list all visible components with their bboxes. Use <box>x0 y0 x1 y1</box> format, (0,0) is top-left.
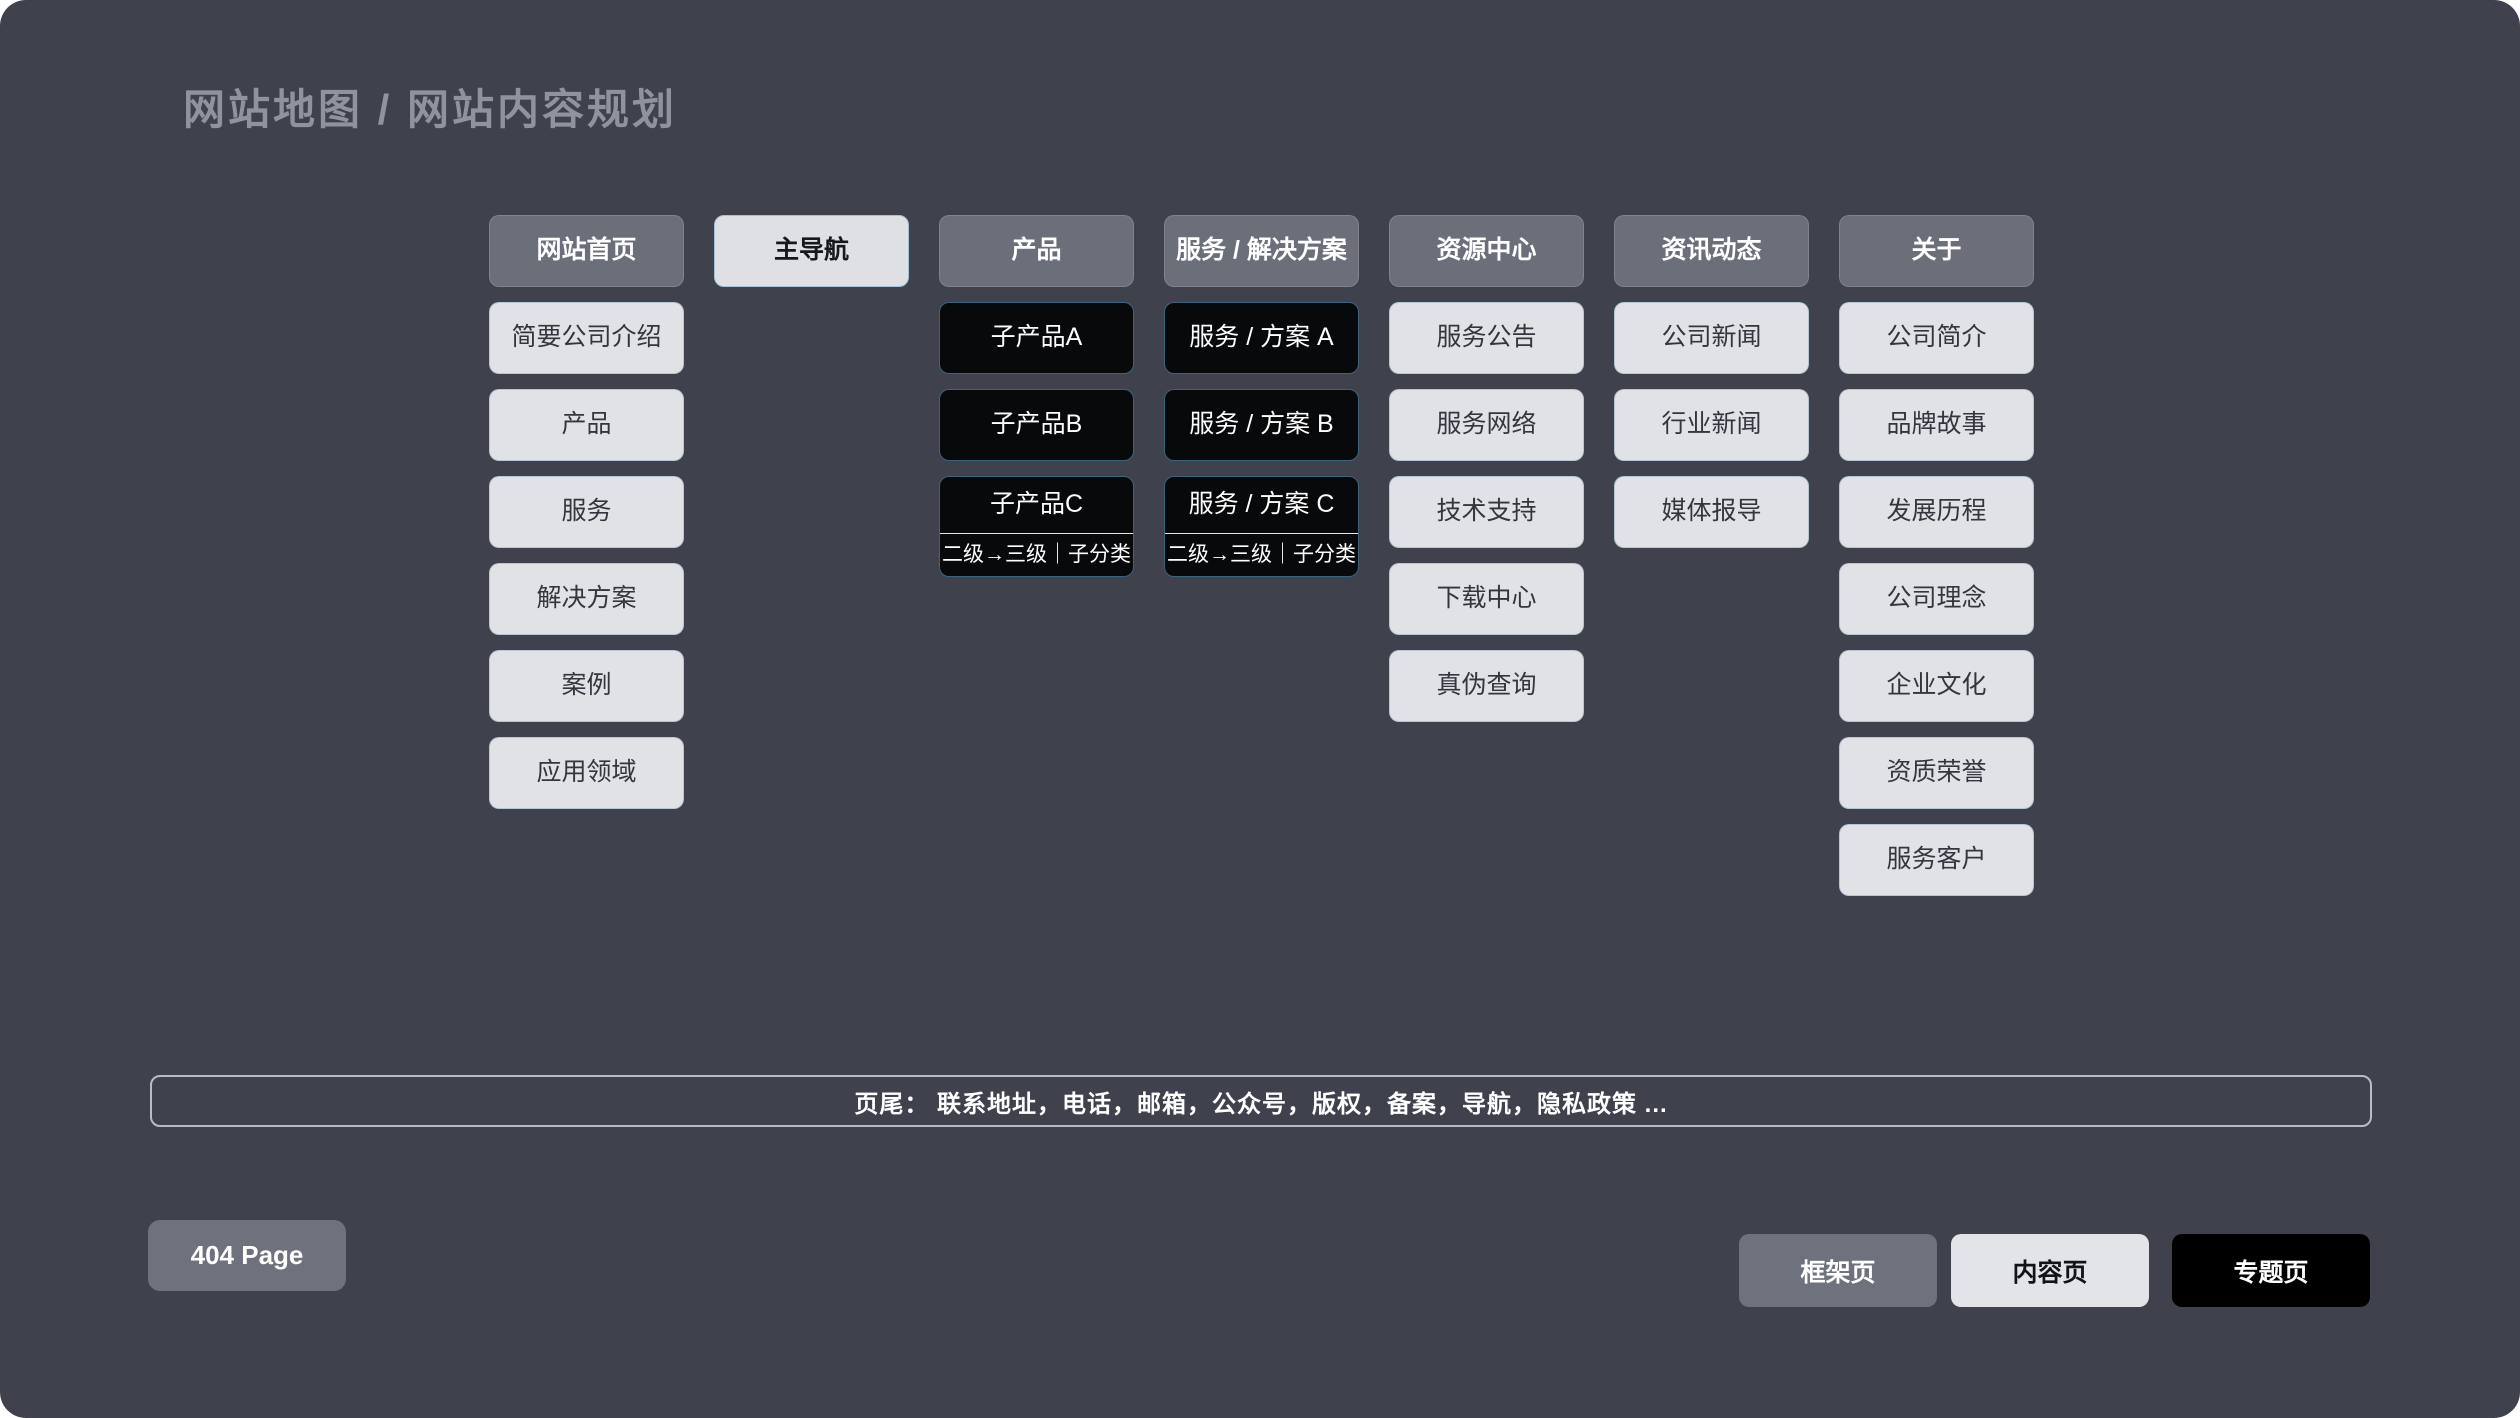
sitemap-column: 产品子产品A 子产品B 子产品C 二级→三级｜子分类 <box>939 215 1134 577</box>
sitemap-node[interactable]: 产品 <box>489 389 684 461</box>
sitemap-node[interactable]: 行业新闻 <box>1614 389 1809 461</box>
sitemap-node[interactable]: 企业文化 <box>1839 650 2034 722</box>
sitemap-node[interactable]: 发展历程 <box>1839 476 2034 548</box>
page-title: 网站地图 / 网站内容规划 <box>183 86 678 133</box>
sitemap-column: 资讯动态公司新闻行业新闻媒体报导 <box>1614 215 1809 548</box>
sitemap-node[interactable]: 品牌故事 <box>1839 389 2034 461</box>
sitemap-column: 服务 / 解决方案服务 / 方案 A 服务 / 方案 B 服务 / 方案 C 二级→三… <box>1164 215 1359 577</box>
sitemap-node[interactable]: 服务 / 方案 B <box>1164 389 1359 461</box>
sitemap-node[interactable]: 媒体报导 <box>1614 476 1809 548</box>
sitemap-node[interactable]: 子产品A <box>939 302 1134 374</box>
sitemap-node[interactable]: 子产品C 二级→三级｜子分类 <box>939 476 1134 577</box>
sitemap-node[interactable]: 技术支持 <box>1389 476 1584 548</box>
sitemap-node[interactable]: 服务公告 <box>1389 302 1584 374</box>
sitemap-node[interactable]: 公司理念 <box>1839 563 2034 635</box>
column-header[interactable]: 服务 / 解决方案 <box>1164 215 1359 287</box>
column-header[interactable]: 资讯动态 <box>1614 215 1809 287</box>
sitemap-node[interactable]: 服务网络 <box>1389 389 1584 461</box>
sitemap-column: 关于公司简介品牌故事发展历程公司理念企业文化资质荣誉服务客户 <box>1839 215 2034 896</box>
footer-label: 页尾： 联系地址，电话，邮箱，公众号，版权，备案，导航，隐私政策 ... <box>854 1090 1668 1118</box>
sitemap-node[interactable]: 服务 / 方案 A <box>1164 302 1359 374</box>
sitemap-node[interactable]: 服务 <box>489 476 684 548</box>
sitemap-node[interactable]: 服务 / 方案 C 二级→三级｜子分类 <box>1164 476 1359 577</box>
column-header[interactable]: 网站首页 <box>489 215 684 287</box>
sitemap-column: 资源中心服务公告服务网络技术支持下载中心真伪查询 <box>1389 215 1584 722</box>
sitemap-node[interactable]: 简要公司介绍 <box>489 302 684 374</box>
footer-node[interactable]: 页尾： 联系地址，电话，邮箱，公众号，版权，备案，导航，隐私政策 ... <box>150 1075 2372 1127</box>
node-label: 服务 / 方案 C <box>1188 490 1335 519</box>
legend-button-black[interactable]: 专题页 <box>2172 1234 2370 1307</box>
sitemap-node[interactable]: 服务客户 <box>1839 824 2034 896</box>
column-header[interactable]: 关于 <box>1839 215 2034 287</box>
node-divider <box>1165 533 1358 534</box>
sitemap-node[interactable]: 公司简介 <box>1839 302 2034 374</box>
column-header[interactable]: 资源中心 <box>1389 215 1584 287</box>
sitemap-node[interactable]: 真伪查询 <box>1389 650 1584 722</box>
legend-button-gray[interactable]: 框架页 <box>1739 1234 1937 1307</box>
sitemap-node[interactable]: 应用领域 <box>489 737 684 809</box>
node-divider <box>940 533 1133 534</box>
sitemap-node[interactable]: 子产品B <box>939 389 1134 461</box>
sitemap-node[interactable]: 公司新闻 <box>1614 302 1809 374</box>
node-sublabel: 二级→三级｜子分类 <box>942 543 1131 567</box>
node-sublabel: 二级→三级｜子分类 <box>1167 543 1356 567</box>
column-header[interactable]: 产品 <box>939 215 1134 287</box>
sitemap-node[interactable]: 下载中心 <box>1389 563 1584 635</box>
sitemap-node[interactable]: 资质荣誉 <box>1839 737 2034 809</box>
legend-button-light[interactable]: 内容页 <box>1951 1234 2149 1307</box>
node-label: 子产品C <box>989 490 1084 519</box>
sitemap-column: 主导航 <box>714 215 909 287</box>
column-header[interactable]: 主导航 <box>714 215 909 287</box>
sitemap-node[interactable]: 解决方案 <box>489 563 684 635</box>
page-404-button[interactable]: 404 Page <box>148 1220 346 1291</box>
sitemap-column: 网站首页简要公司介绍产品服务解决方案案例应用领域 <box>489 215 684 809</box>
sitemap-node[interactable]: 案例 <box>489 650 684 722</box>
